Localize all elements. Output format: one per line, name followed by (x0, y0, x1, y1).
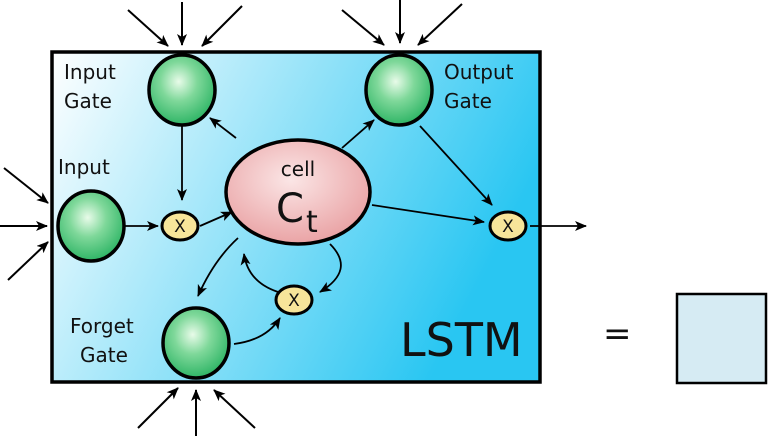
multiply-node-forget (274, 284, 314, 316)
input-label: Input (58, 155, 110, 179)
multiply-symbol-output: X (502, 217, 514, 237)
forget-gate-to-mult2-arrow (233, 317, 281, 345)
multiply-symbol-input: X (174, 217, 186, 237)
cell-to-forget-gate-arrow (197, 237, 239, 297)
lstm-block-box (675, 292, 768, 385)
input-gate-label-line1: Input (64, 60, 116, 84)
output-gate-label-line2: Gate (444, 89, 492, 113)
internal-connections (125, 117, 587, 345)
input-gate-label-line2: Gate (64, 89, 112, 113)
forget-gate-node (161, 306, 231, 380)
input-gate-node (147, 53, 217, 127)
input-gate-incoming-arrows (127, 2, 243, 47)
cell-to-mult-out-arrow (371, 204, 485, 226)
output-gate-incoming-arrows (341, 0, 463, 46)
output-gate-node (364, 53, 434, 127)
cell-node (224, 138, 372, 246)
output-gate-to-mult-out-arrow (419, 125, 493, 206)
input-incoming-arrows (0, 167, 49, 281)
multiply-symbol-forget: X (288, 291, 300, 311)
multiply-node-input (160, 210, 200, 242)
cell-symbol-letter: C (276, 186, 304, 232)
input-node (56, 189, 126, 263)
equals-sign: = (603, 314, 632, 354)
cell-word-label: cell (281, 157, 315, 181)
cell-to-input-gate-arrow (209, 117, 237, 139)
cell-symbol-subscript: t (306, 205, 318, 240)
cell-to-mult2-arrow (319, 243, 342, 293)
forget-gate-label-line2: Gate (80, 343, 128, 367)
lstm-title: LSTM (400, 313, 523, 367)
forget-gate-incoming-arrows (137, 387, 256, 436)
mult1-to-cell-arrow (199, 211, 233, 227)
output-gate-label-line1: Output (444, 60, 514, 84)
cell-symbol-label: Ct (276, 186, 318, 240)
forget-gate-label-line1: Forget (70, 314, 134, 338)
multiply-node-output (488, 210, 528, 242)
cell-to-output-gate-arrow (341, 119, 375, 149)
mult2-to-cell-arrow (240, 253, 279, 293)
